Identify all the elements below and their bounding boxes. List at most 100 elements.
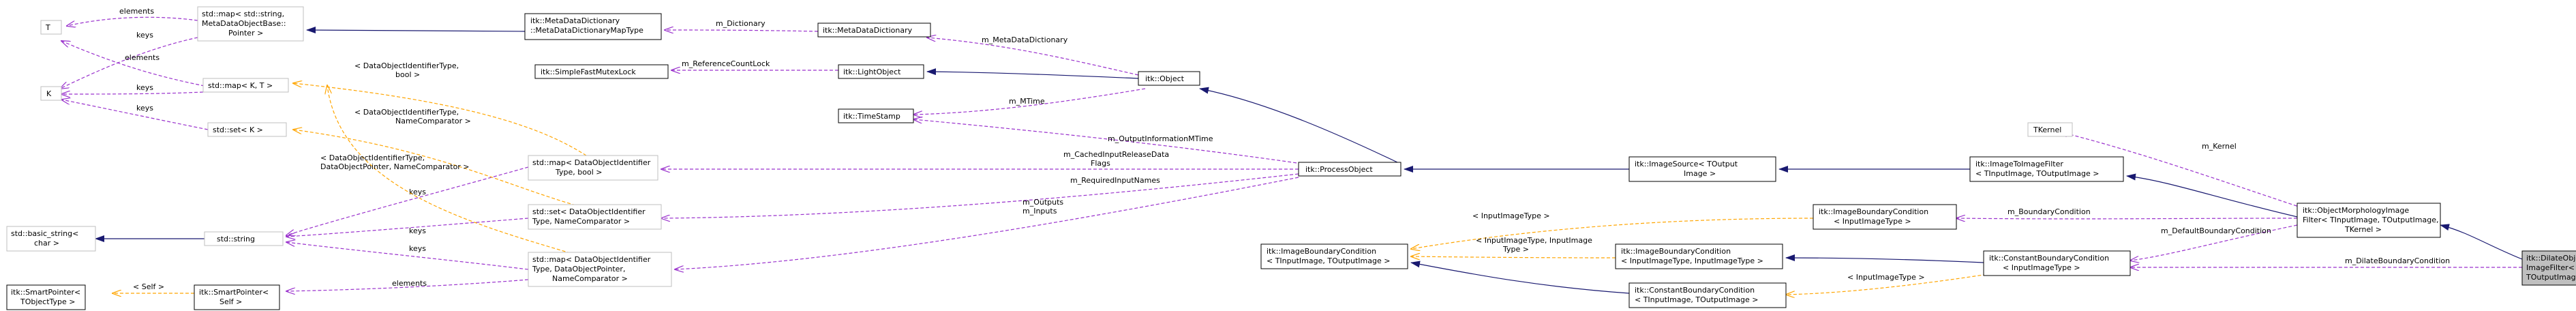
edge-label-tpl-inputimagetype3: < InputImageType >	[1847, 273, 1925, 282]
node-map-kt[interactable]: std::map< K, T >	[202, 78, 289, 93]
svg-text:itk::SmartPointer<: itk::SmartPointer<	[199, 288, 269, 297]
edge-tpl-doi-nc: < DataObjectIdentifierType,NameComparato…	[293, 108, 587, 209]
svg-text:itk::ImageBoundaryCondition: itk::ImageBoundaryCondition	[1819, 207, 1928, 216]
node-map-doi-ptr[interactable]: std::map< DataObjectIdentifierType, Data…	[528, 252, 672, 287]
svg-text:std::basic_string<: std::basic_string<	[11, 229, 78, 238]
svg-text:itk::TimeStamp: itk::TimeStamp	[843, 112, 900, 121]
node-lightobject[interactable]: itk::LightObject	[838, 64, 924, 79]
node-cbc-i[interactable]: itk::ConstantBoundaryCondition< InputIma…	[1983, 250, 2131, 276]
node-smartptr-tobj[interactable]: itk::SmartPointer<TObjectType >	[6, 284, 86, 310]
edge-keys-map-doi-bool-to-string: keys	[286, 166, 529, 235]
svg-text:std::map< K, T >: std::map< K, T >	[208, 81, 273, 90]
node-map-string[interactable]: std::map< std::string,MetaDataObjectBase…	[197, 6, 304, 42]
edge-label-m-metadatadictionary: m_MetaDataDictionary	[982, 35, 1068, 44]
edge-label-m-refcountlock: m_ReferenceCountLock	[682, 59, 770, 68]
edge-keys-map-doi-ptr-to-string: keys	[286, 242, 529, 270]
svg-text:< InputImageType >: < InputImageType >	[1834, 217, 1911, 226]
edge-outputinfomtime: m_OutputInformationMTime	[913, 119, 1303, 164]
node-ibc-ii[interactable]: itk::ImageBoundaryCondition< InputImageT…	[1615, 243, 1783, 269]
node-mutexlock[interactable]: itk::SimpleFastMutexLock	[534, 64, 669, 79]
node-imagetoimage[interactable]: itk::ImageToImageFilter< TInputImage, TO…	[1969, 156, 2124, 182]
svg-text:NameComparator >: NameComparator >	[552, 274, 628, 283]
edge-elements-smartptr: elements	[286, 279, 529, 291]
edge-ibc-ii-to-cbc-i	[1785, 254, 1984, 263]
edge-self-template: < Self >	[112, 282, 194, 293]
node-ibc-i[interactable]: itk::ImageBoundaryCondition< InputImageT…	[1813, 204, 1957, 230]
edge-defaultboundary: m_DefaultBoundaryCondition	[2130, 224, 2298, 261]
edge-cbc-tin-tout-to-ibc	[1410, 261, 1630, 294]
node-tkernel[interactable]: TKernel	[2027, 122, 2073, 137]
node-ibc-tin-tout[interactable]: itk::ImageBoundaryCondition< TInputImage…	[1260, 243, 1408, 269]
node-timestamp[interactable]: itk::TimeStamp	[838, 108, 914, 123]
node-mdd-maptype[interactable]: itk::MetaDataDictionary::MetaDataDiction…	[524, 13, 662, 40]
edge-mdd-maptype-to-map-string	[306, 27, 526, 34]
svg-text:< InputImageType >: < InputImageType >	[2003, 263, 2080, 272]
edge-tpl-doi-bool: < DataObjectIdentifierType,bool >	[293, 61, 587, 156]
svg-text:std::map< DataObjectIdentifier: std::map< DataObjectIdentifier	[532, 255, 651, 264]
svg-text:Pointer >: Pointer >	[228, 29, 263, 38]
svg-text:ImageFilter< TInputImage,: ImageFilter< TInputImage,	[2526, 263, 2576, 272]
svg-text:itk::ProcessObject: itk::ProcessObject	[1305, 165, 1373, 174]
edge-refcountlock: m_ReferenceCountLock	[671, 59, 838, 70]
edge-metadatadictionary: m_MetaDataDictionary	[927, 35, 1139, 76]
svg-text:char >: char >	[34, 239, 59, 248]
svg-text:Type, bool >: Type, bool >	[555, 168, 602, 177]
svg-text:T: T	[45, 23, 50, 32]
node-dilate[interactable]: itk::DilateObjectMorphologyImageFilter< …	[2521, 250, 2576, 286]
node-set-k[interactable]: std::set< K >	[207, 122, 287, 137]
edge-boundarycondition: m_BoundaryCondition	[1956, 207, 2298, 219]
edge-object-to-processobject	[1199, 87, 1398, 163]
edge-keys-set-doi-to-string: keys	[286, 218, 529, 237]
node-map-doi-bool[interactable]: std::map< DataObjectIdentifierType, bool…	[528, 155, 658, 181]
edge-kernel: m_Kernel	[2059, 132, 2318, 213]
svg-text:itk::ImageToImageFilter: itk::ImageToImageFilter	[1975, 160, 2063, 168]
edge-label-m-kernel: m_Kernel	[2202, 142, 2237, 151]
edge-requiredinput: m_RequiredInputNames	[661, 173, 1299, 218]
edge-omif-to-imagetoimage	[2126, 173, 2298, 218]
edge-tpl-cbc-i: < InputImageType >	[1786, 272, 1998, 295]
svg-text:Self >: Self >	[219, 297, 242, 306]
svg-text:std::set< K >: std::set< K >	[213, 125, 263, 134]
node-k[interactable]: K	[40, 86, 62, 101]
node-processobject[interactable]: itk::ProcessObject	[1298, 162, 1401, 177]
svg-text:std::string: std::string	[217, 235, 255, 243]
node-smartptr-self[interactable]: itk::SmartPointer<Self >	[194, 284, 280, 310]
node-std-string[interactable]: std::string	[204, 231, 284, 246]
svg-text:< TInputImage, TOutputImage >: < TInputImage, TOutputImage >	[1267, 256, 1390, 265]
svg-text:itk::MetaDataDictionary: itk::MetaDataDictionary	[823, 26, 913, 35]
edge-label-keys3: keys	[136, 104, 153, 113]
svg-text:itk::ConstantBoundaryCondition: itk::ConstantBoundaryCondition	[1635, 286, 1755, 295]
edge-tpl-doi-ptr: < DataObjectIdentifierType,DataObjectPoi…	[320, 85, 587, 258]
edge-label-m-outputinfomtime: m_OutputInformationMTime	[1108, 134, 1213, 143]
svg-text:std::map< DataObjectIdentifier: std::map< DataObjectIdentifier	[532, 158, 651, 167]
svg-text:< TInputImage, TOutputImage >: < TInputImage, TOutputImage >	[1975, 169, 2099, 178]
node-object[interactable]: itk::Object	[1138, 71, 1200, 86]
node-set-doi[interactable]: std::set< DataObjectIdentifierType, Name…	[528, 204, 662, 230]
edge-label-keys2: keys	[136, 83, 153, 92]
svg-text:itk::Object: itk::Object	[1145, 74, 1185, 83]
svg-text:< InputImageType, InputImageTy: < InputImageType, InputImageType >	[1621, 256, 1763, 265]
node-cbc-tin-tout[interactable]: itk::ConstantBoundaryCondition< TInputIm…	[1628, 282, 1787, 308]
svg-text:itk::ImageBoundaryCondition: itk::ImageBoundaryCondition	[1621, 247, 1731, 256]
svg-text:MetaDataObjectBase::: MetaDataObjectBase::	[202, 19, 286, 28]
edge-label-m-defaultboundary: m_DefaultBoundaryCondition	[2161, 226, 2271, 235]
node-t[interactable]: T	[40, 20, 62, 35]
edge-dilateboundary: m_DilateBoundaryCondition	[2130, 256, 2522, 267]
svg-text:TOutputImage, TKernel >: TOutputImage, TKernel >	[2526, 273, 2576, 282]
node-mdd[interactable]: itk::MetaDataDictionary	[817, 23, 931, 38]
svg-text:itk::ImageSource< TOutput: itk::ImageSource< TOutput	[1635, 160, 1738, 168]
node-basic-string[interactable]: std::basic_string<char >	[6, 226, 96, 252]
edge-label-keys4: keys	[409, 188, 426, 196]
svg-text:itk::SimpleFastMutexLock: itk::SimpleFastMutexLock	[541, 68, 636, 76]
svg-text:TKernel >: TKernel >	[2344, 225, 2382, 234]
svg-text:itk::SmartPointer<: itk::SmartPointer<	[11, 288, 80, 297]
edge-elements-map-string-to-t: elements	[67, 7, 198, 26]
node-imagesource[interactable]: itk::ImageSource< TOutputImage >	[1628, 156, 1776, 182]
svg-text:itk::ConstantBoundaryCondition: itk::ConstantBoundaryCondition	[1989, 254, 2109, 263]
